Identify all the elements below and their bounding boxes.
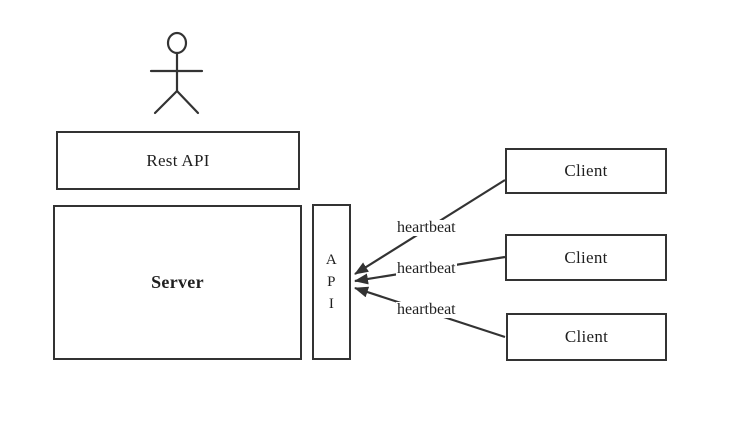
heartbeat-label-2: heartbeat	[396, 260, 457, 277]
node-api-letter-p: P	[327, 274, 336, 290]
node-api-letter-i: I	[328, 296, 335, 312]
node-client-1-label: Client	[564, 161, 608, 180]
node-api: A P I	[312, 204, 351, 360]
heartbeat-label-3: heartbeat	[396, 301, 457, 318]
node-rest-api: Rest API	[56, 131, 300, 190]
actor-leg-right	[175, 89, 200, 115]
node-rest-api-label: Rest API	[146, 150, 210, 170]
node-client-2-label: Client	[564, 247, 608, 267]
node-server-label: Server	[151, 272, 204, 292]
node-client-3-label: Client	[564, 327, 609, 346]
node-client-1: Client	[505, 148, 667, 194]
heartbeat-label-1: heartbeat	[396, 219, 457, 236]
actor-icon	[149, 31, 204, 115]
node-client-3: Client	[506, 313, 667, 361]
node-api-letter-a: A	[325, 252, 338, 268]
node-server: Server	[53, 205, 302, 360]
actor-head	[166, 31, 188, 55]
node-client-2: Client	[505, 234, 667, 281]
actor-leg-left	[153, 89, 179, 115]
